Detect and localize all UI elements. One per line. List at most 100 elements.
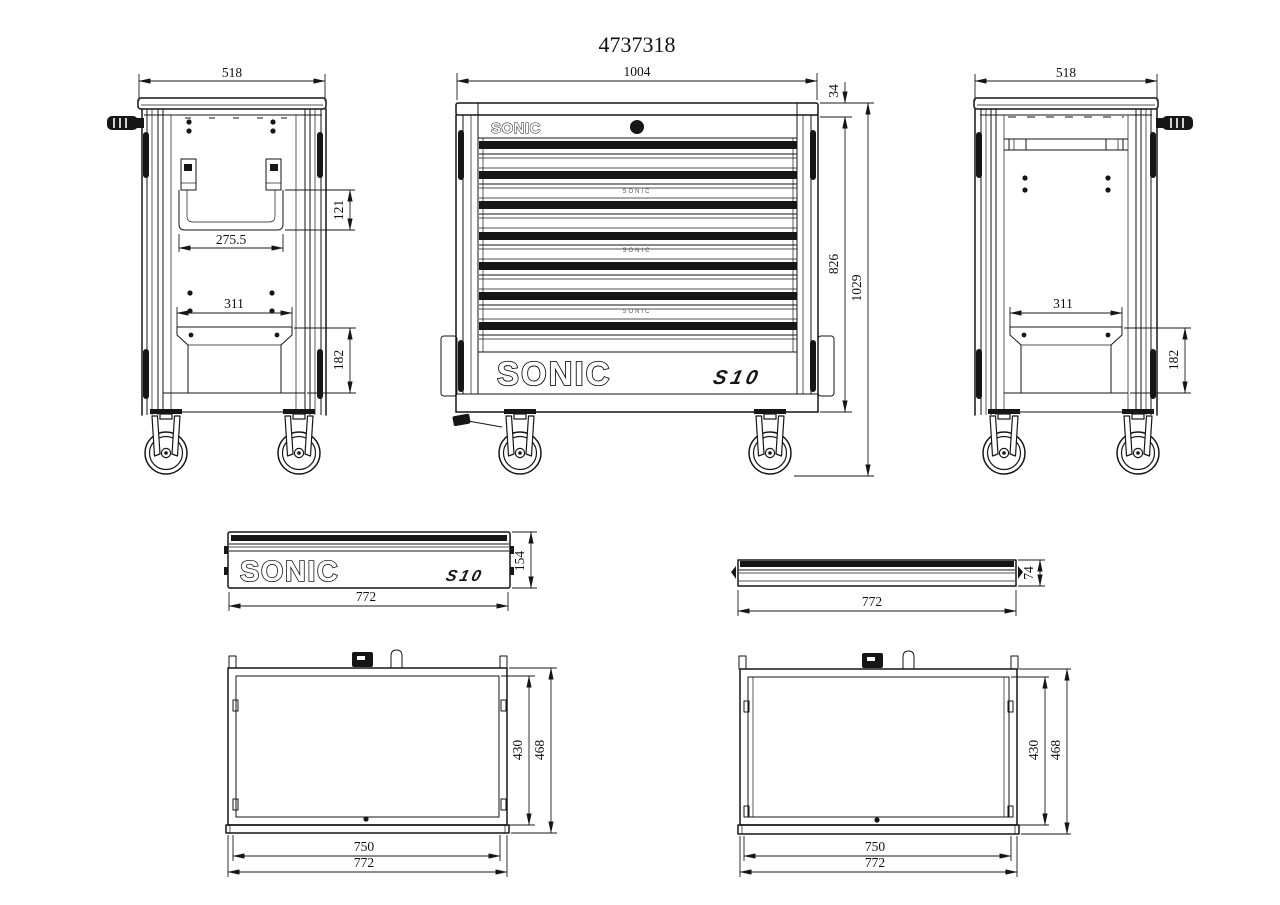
corner-bumper (1150, 132, 1156, 178)
dim-label: 468 (532, 740, 547, 761)
push-handle-icon (107, 116, 144, 130)
dim-profile-width: 772 (737, 590, 1017, 616)
corner-bumper (976, 349, 982, 399)
dim-label: 772 (354, 855, 374, 870)
dim-label: 1029 (849, 274, 864, 301)
lock-icon (630, 120, 644, 134)
corner-bumper (143, 132, 149, 178)
dim-upper-bracket-height: 121 (285, 189, 355, 231)
dim-cap-height: 34 (820, 82, 874, 129)
lid-linework (224, 531, 514, 589)
front-view: SONIC SONIC SONIC (440, 64, 874, 477)
dim-label: 1004 (624, 64, 651, 79)
dim-lower-bracket-height: 182 (294, 327, 356, 394)
drawer-mark: SONIC (622, 309, 651, 315)
push-handle-icon (1156, 116, 1193, 130)
dim-lid-width: 772 (228, 589, 509, 611)
dim-label: 121 (331, 200, 346, 220)
side-view-right: 518 311 182 (973, 65, 1193, 475)
corner-bumper (317, 132, 323, 178)
corner-bumper (810, 130, 816, 180)
dim-tray-inner-depth: 430 (501, 675, 535, 826)
dim-lower-bracket-width: 311 (1009, 296, 1123, 329)
dim-label: 275.5 (216, 232, 247, 247)
dim-tray-inner-width: 750 (743, 836, 1012, 861)
latch-icon (862, 653, 883, 668)
dim-label: 468 (1048, 740, 1063, 761)
cabinet-side-linework (137, 97, 327, 416)
dim-total-height: 1029 (794, 102, 874, 477)
series-badge: S10 (711, 367, 764, 389)
side-view-left: 518 275.5 121 311 182 (107, 65, 356, 475)
caster-icon (277, 408, 321, 475)
caster-icon (144, 408, 188, 475)
caster-icon (748, 408, 792, 475)
latch-icon (352, 652, 373, 667)
caster-icon (498, 408, 542, 475)
dim-label: 34 (826, 84, 841, 98)
drawer-stack: SONIC SONIC SONIC (478, 141, 797, 353)
dim-lid-height: 154 (512, 531, 537, 589)
dim-side-width: 518 (138, 65, 326, 101)
dim-label: 430 (510, 740, 525, 761)
dim-tray-inner-width: 750 (232, 835, 501, 861)
corner-bumper (810, 340, 816, 392)
dim-body-height: 826 (820, 116, 852, 413)
caster-icon (982, 408, 1026, 475)
dim-label: 750 (865, 839, 886, 854)
corner-bumper (317, 349, 323, 399)
dim-upper-bracket-width: 275.5 (178, 232, 284, 252)
lid-front-view: SONIC S10 154 772 (224, 531, 537, 611)
dim-label: 182 (1166, 350, 1181, 370)
dim-label: 430 (1026, 740, 1041, 761)
dim-label: 518 (222, 65, 243, 80)
dim-side-width: 518 (974, 65, 1158, 101)
tray-plan-view-b: 430 468 750 772 (737, 650, 1071, 877)
corner-bumper (458, 340, 464, 392)
brand-logo-top: SONIC (491, 120, 541, 137)
dim-tray-outer-width: 772 (227, 835, 508, 877)
corner-bumper (458, 130, 464, 180)
hook-icon (390, 649, 403, 668)
dim-lower-bracket-width: 311 (176, 296, 293, 329)
corner-bumper (1150, 349, 1156, 399)
dim-label: 518 (1056, 65, 1077, 80)
tray-linework (737, 655, 1020, 835)
dim-tray-outer-depth: 468 (509, 667, 557, 834)
lid-profile-view: 74 772 (731, 559, 1045, 616)
brake-pedal-icon (452, 413, 503, 428)
dim-label: 772 (862, 594, 882, 609)
dim-front-width: 1004 (456, 64, 818, 100)
dim-label: 154 (512, 551, 527, 572)
dim-label: 182 (331, 350, 346, 370)
drawer-mark: SONIC (622, 248, 651, 254)
tray-plan-view-a: 430 468 750 772 (225, 649, 557, 877)
tray-linework (225, 655, 510, 834)
dim-tray-outer-width: 772 (739, 836, 1018, 877)
dim-profile-height: 74 (1018, 559, 1045, 587)
cabinet-side-linework (973, 97, 1159, 416)
drawing-number: 4737318 (599, 32, 676, 57)
dim-label: 826 (826, 254, 841, 275)
side-plate (817, 335, 835, 397)
dim-label: 750 (354, 839, 375, 854)
dim-label: 772 (865, 855, 885, 870)
dim-tray-inner-depth: 430 (1011, 676, 1049, 826)
dim-label: 311 (1053, 296, 1073, 311)
dim-lower-bracket-height: 182 (1124, 327, 1191, 394)
dim-label: 311 (224, 296, 244, 311)
brand-logo-main: SONIC (497, 355, 612, 392)
side-plate (440, 335, 458, 397)
corner-bumper (976, 132, 982, 178)
dim-tray-outer-depth: 468 (1019, 668, 1071, 835)
hook-icon (902, 650, 915, 669)
corner-bumper (143, 349, 149, 399)
drawer-mark: SONIC (622, 189, 651, 195)
series-badge: S10 (444, 567, 486, 585)
lid-profile-linework (731, 559, 1023, 587)
dim-label: 74 (1021, 566, 1036, 580)
dim-label: 772 (356, 589, 376, 604)
brand-logo-lid: SONIC (240, 556, 339, 588)
